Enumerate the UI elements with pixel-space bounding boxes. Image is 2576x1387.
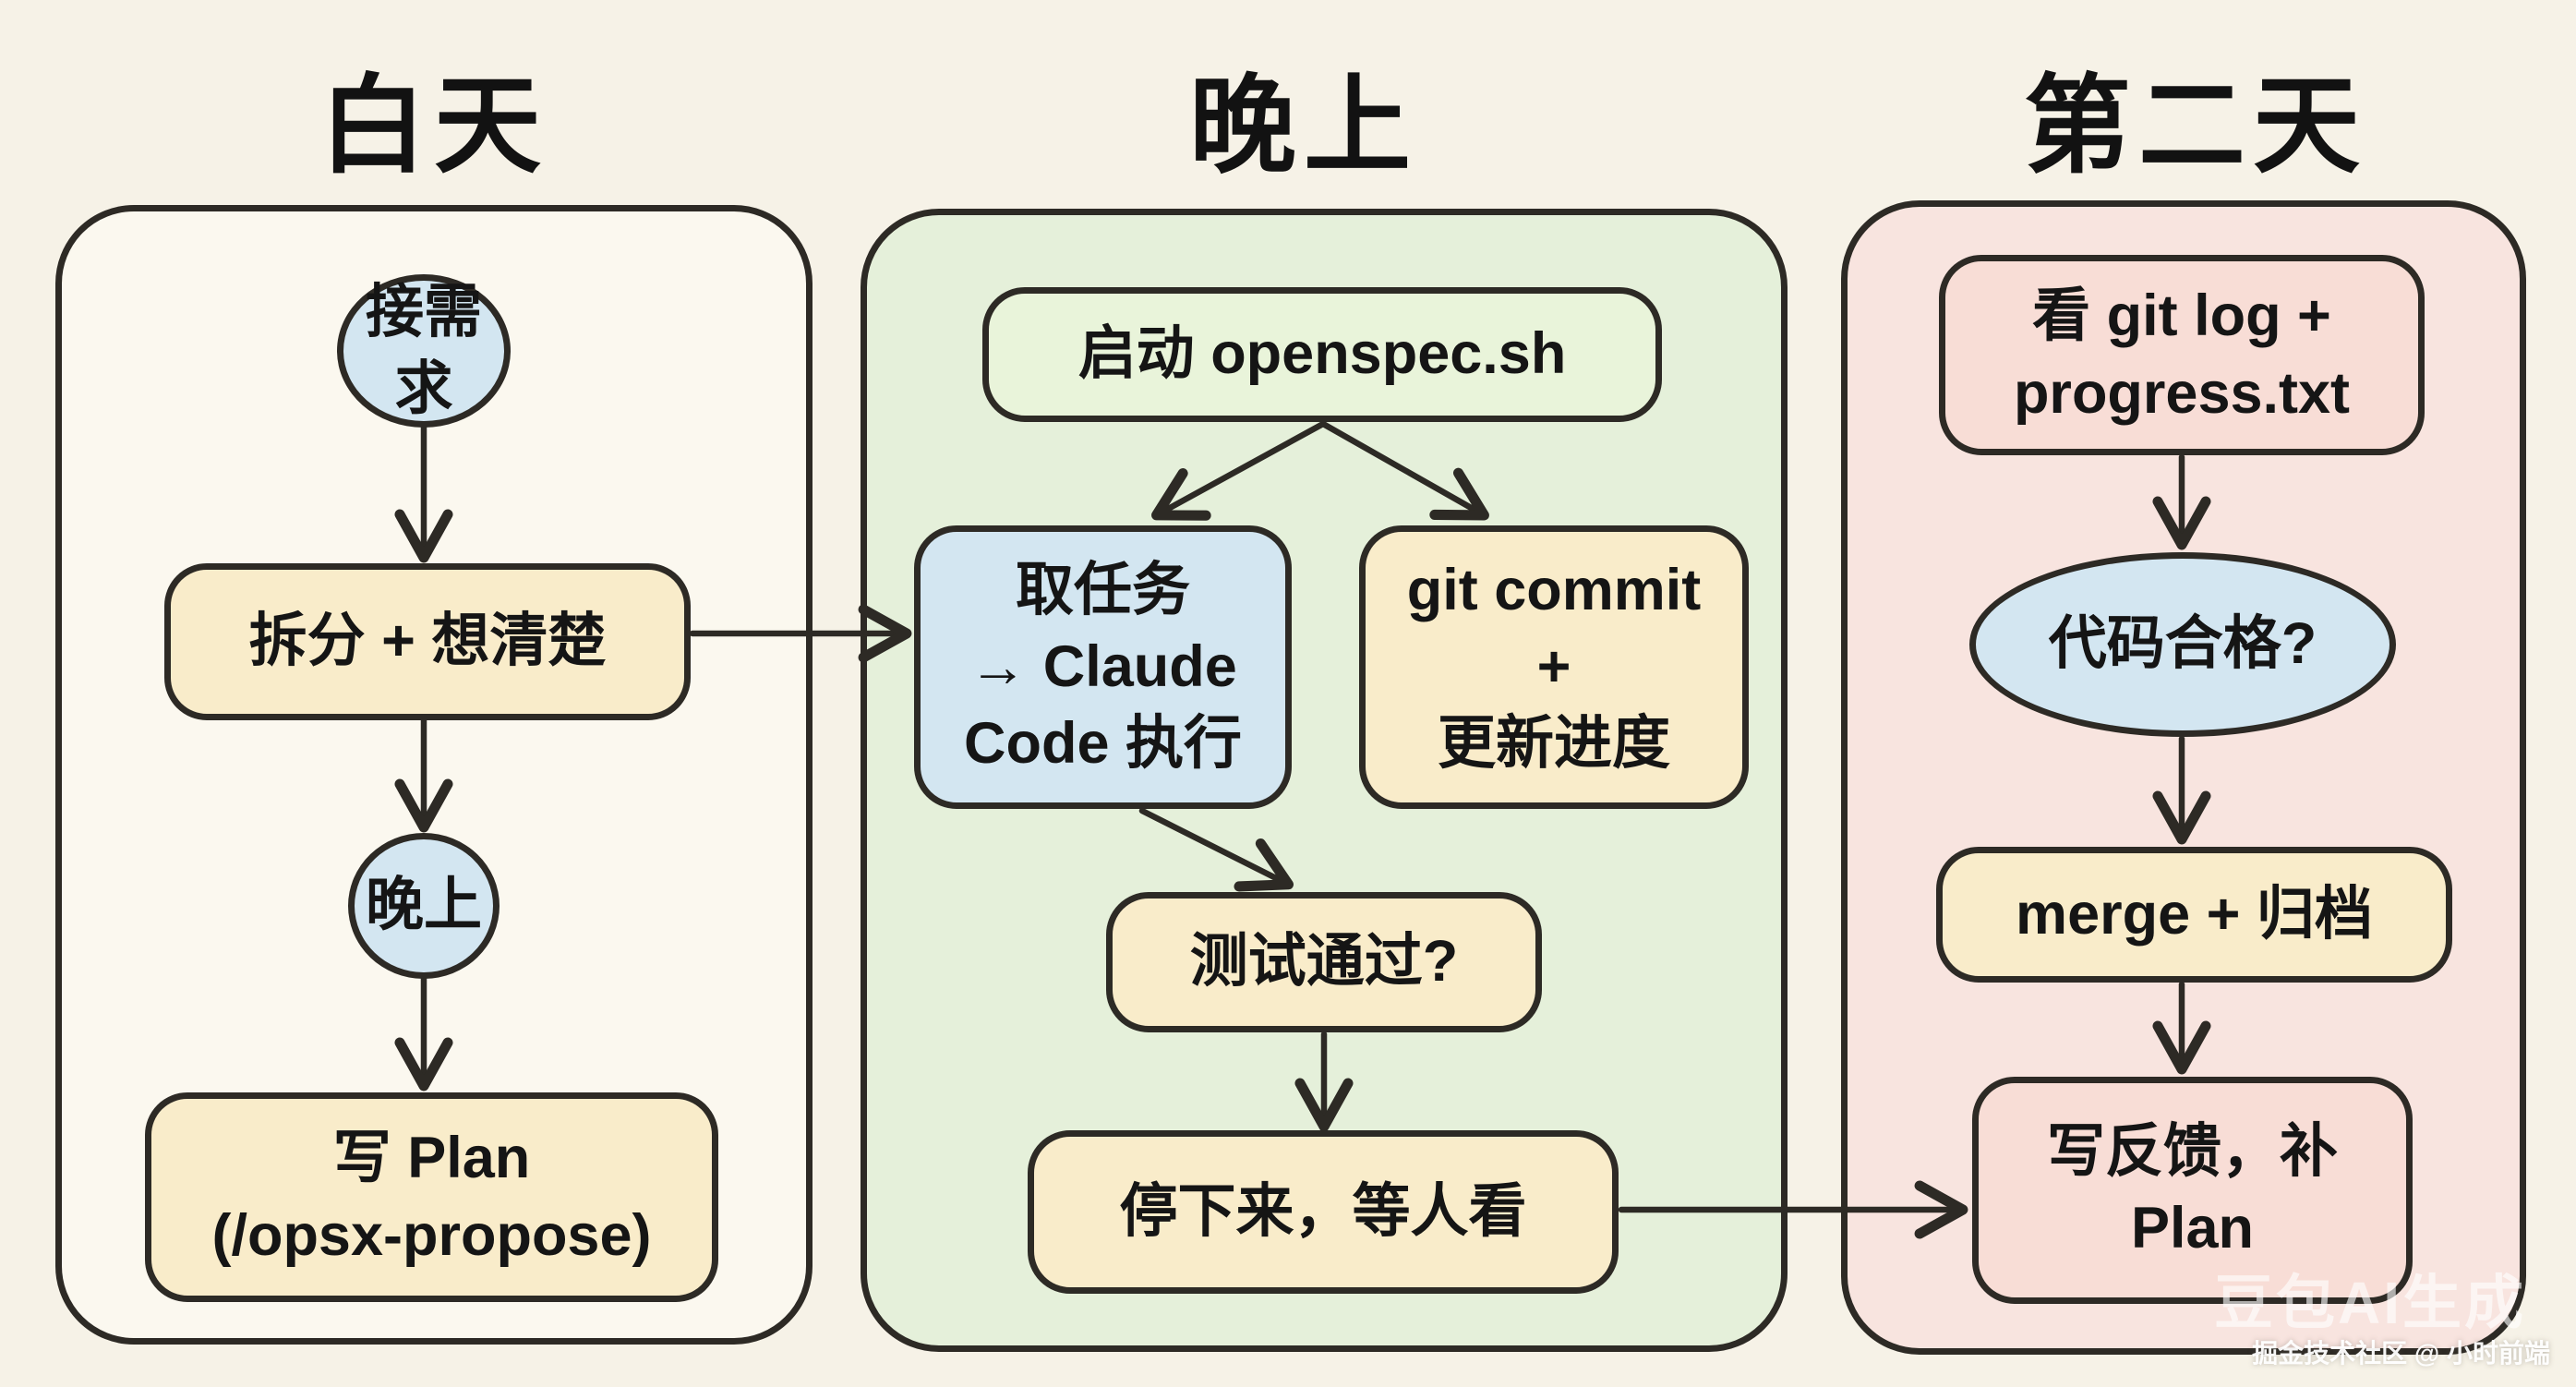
node-feedback-plan: 写反馈，补 Plan <box>1972 1077 2413 1304</box>
node-receive-request: 接需求 <box>337 274 511 428</box>
arrow-taketask-to-test <box>1138 807 1294 892</box>
node-code-ok: 代码合格? <box>1969 552 2396 737</box>
column-title-night: 晚上 <box>1189 66 1418 186</box>
node-take-task: 取任务 → Claude Code 执行 <box>914 525 1292 809</box>
node-git-commit: git commit + 更新进度 <box>1359 525 1749 809</box>
node-evening-handoff: 晚上 <box>348 833 500 979</box>
arrow-openspec-to-taketask <box>1151 420 1327 521</box>
node-stop-wait: 停下来，等人看 <box>1028 1130 1619 1294</box>
column-title-nextday: 第二天 <box>2024 66 2367 186</box>
watermark-credit: 掘金技术社区 @ 小时前端 <box>2252 1339 2550 1368</box>
node-test-pass: 测试通过? <box>1106 892 1542 1032</box>
column-title-day: 白天 <box>319 66 548 186</box>
node-split-think: 拆分 + 想清楚 <box>164 563 691 720</box>
watermark-generator: 豆包AI生成 <box>2214 1270 2526 1336</box>
arrow-openspec-to-commit <box>1319 420 1489 521</box>
node-write-plan: 写 Plan (/opsx-propose) <box>145 1092 718 1302</box>
node-merge-archive: merge + 归档 <box>1936 847 2452 983</box>
node-review-gitlog: 看 git log + progress.txt <box>1939 255 2425 455</box>
node-start-openspec: 启动 openspec.sh <box>982 287 1662 422</box>
